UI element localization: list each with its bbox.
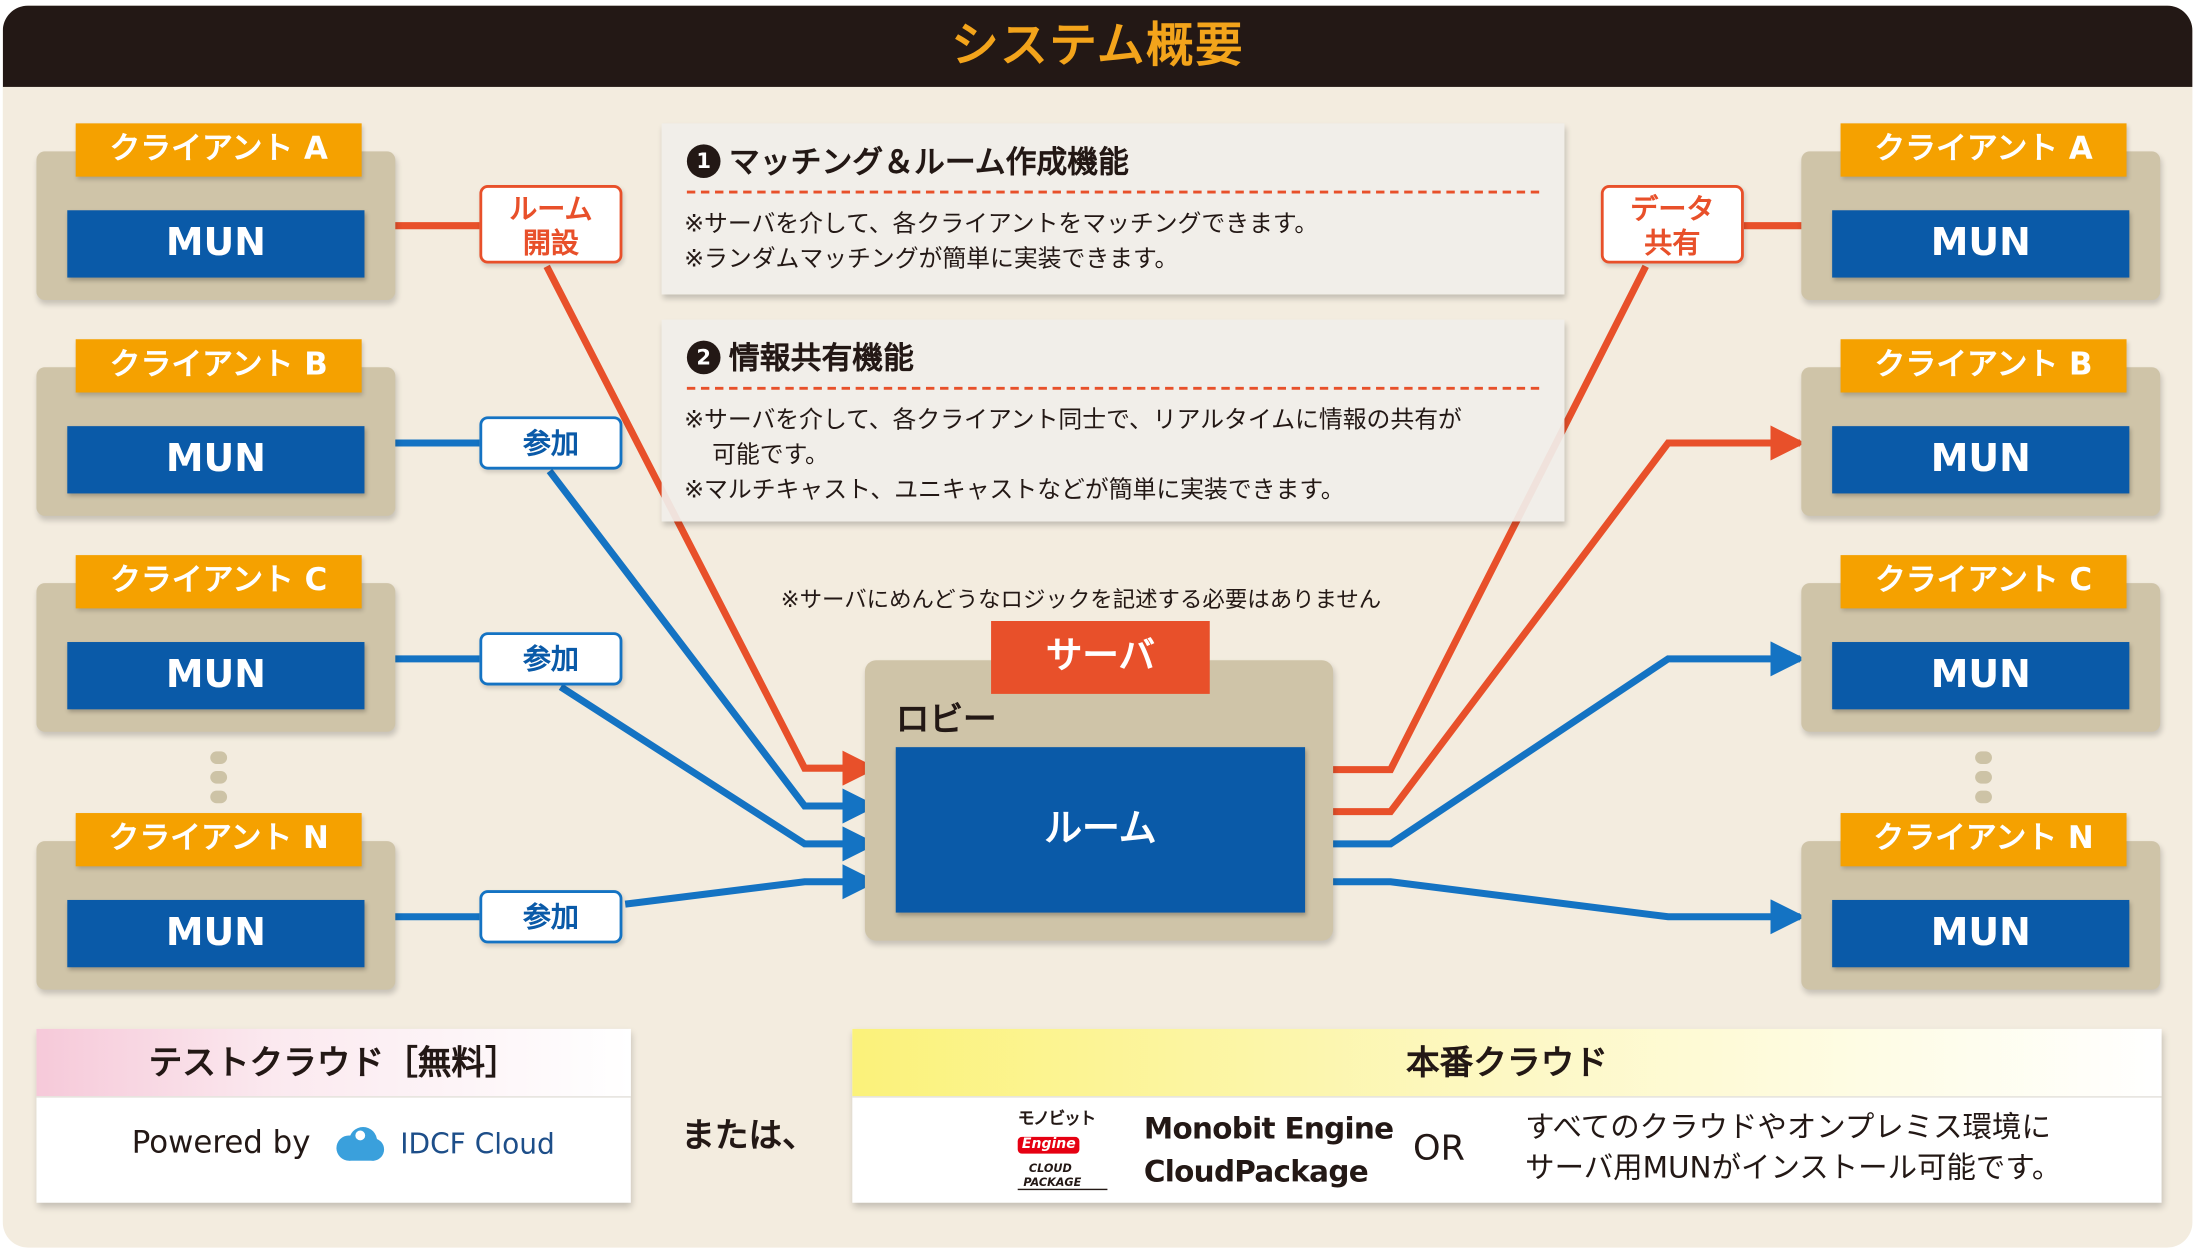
label-join-c: 参加 bbox=[479, 632, 623, 686]
feature-line: ※サーバを介して、各クライアントをマッチングできます。 bbox=[684, 210, 1319, 239]
line-join-n-to-server bbox=[624, 864, 878, 908]
page-title: システム概要 bbox=[2, 5, 2193, 87]
mun-box: MUN bbox=[1832, 899, 2130, 968]
label-join-n: 参加 bbox=[479, 890, 623, 944]
lobby-label: ロビー bbox=[895, 699, 997, 739]
ellipsis-dots-right bbox=[1975, 751, 1992, 810]
install-description-line1: すべてのクラウドやオンプレミス環境に bbox=[1525, 1110, 2051, 1144]
prod-cloud-heading: 本番クラウド bbox=[852, 1028, 2162, 1098]
dashed-divider bbox=[686, 190, 1540, 194]
logo-line3: CLOUD bbox=[1028, 1162, 1072, 1175]
line-send-n bbox=[1306, 878, 1806, 935]
server-tag: サーバ bbox=[991, 620, 1210, 694]
product-name: Monobit Engine CloudPackage bbox=[1144, 1107, 1394, 1194]
feature-line: 可能です。 bbox=[712, 441, 829, 470]
dashed-divider bbox=[686, 386, 1540, 390]
diagram-frame: システム概要 クライアント A MUN クライアント B M bbox=[2, 5, 2193, 1248]
logo-line1: モノビット bbox=[1017, 1108, 1097, 1129]
powered-by-text: Powered by bbox=[131, 1125, 311, 1161]
feature-body: ※サーバを介して、各クライアント同士で、リアルタイムに情報の共有が 可能です。 … bbox=[684, 404, 1462, 509]
client-left-n: クライアント N MUN bbox=[36, 813, 396, 990]
mun-box: MUN bbox=[67, 642, 365, 710]
cloud-icon bbox=[335, 1127, 384, 1161]
number-badge: 1 bbox=[686, 144, 721, 179]
number-badge: 2 bbox=[686, 340, 721, 375]
client-left-a: クライアント A MUN bbox=[36, 123, 396, 300]
feature-body: ※サーバを介して、各クライアントをマッチングできます。 ※ランダムマッチングが簡… bbox=[684, 207, 1318, 277]
feature-line: ※マルチキャスト、ユニキャストなどが簡単に実装できます。 bbox=[684, 476, 1345, 505]
feature-line: ※サーバを介して、各クライアント同士で、リアルタイムに情報の共有が bbox=[684, 406, 1462, 435]
client-left-c: クライアント C MUN bbox=[36, 555, 396, 732]
feature-title: 情報共有機能 bbox=[728, 342, 914, 378]
client-right-n: クライアント N MUN bbox=[1801, 813, 2161, 990]
logo-line2: Engine bbox=[1017, 1136, 1080, 1154]
or-label: OR bbox=[1413, 1127, 1465, 1168]
line-room-open-to-server bbox=[543, 264, 878, 786]
client-right-c: クライアント C MUN bbox=[1801, 555, 2161, 732]
mun-box: MUN bbox=[1832, 426, 2130, 494]
feature-line: ※ランダムマッチングが簡単に実装できます。 bbox=[684, 245, 1179, 274]
prod-cloud-panel: 本番クラウド モノビット Engine CLOUD PACKAGE Monobi… bbox=[852, 1028, 2162, 1203]
label-room-open: ルーム 開設 bbox=[479, 185, 623, 264]
room-box: ルーム bbox=[895, 747, 1306, 913]
mun-box: MUN bbox=[67, 210, 365, 278]
client-name: クライアント A bbox=[75, 123, 362, 177]
label-join-b: 参加 bbox=[479, 416, 623, 470]
mun-box: MUN bbox=[67, 899, 365, 968]
line-join-c-to-server bbox=[558, 683, 878, 862]
product-name-line2: CloudPackage bbox=[1143, 1155, 1369, 1189]
client-right-b: クライアント B MUN bbox=[1801, 339, 2161, 516]
server-box: サーバ ロビー ルーム bbox=[864, 620, 1334, 941]
product-name-line1: Monobit Engine bbox=[1143, 1111, 1394, 1146]
mun-box: MUN bbox=[67, 426, 365, 494]
label-room-open-line1: ルーム bbox=[509, 192, 593, 226]
client-right-a: クライアント A MUN bbox=[1801, 123, 2161, 300]
client-name: クライアント C bbox=[75, 555, 362, 609]
client-name: クライアント B bbox=[1840, 339, 2127, 393]
mun-box: MUN bbox=[1832, 642, 2130, 710]
test-cloud-heading: テストクラウド［無料］ bbox=[36, 1028, 631, 1098]
client-left-b: クライアント B MUN bbox=[36, 339, 396, 516]
ellipsis-dots-left bbox=[210, 751, 228, 810]
client-name: クライアント B bbox=[75, 339, 362, 393]
idcf-cloud-brand: IDCF Cloud bbox=[400, 1127, 555, 1161]
install-description-line2: サーバ用MUNがインストール可能です。 bbox=[1525, 1150, 2062, 1185]
client-name: クライアント A bbox=[1840, 123, 2127, 177]
label-room-open-line2: 開設 bbox=[522, 225, 579, 260]
label-data-share-line2: 共有 bbox=[1644, 225, 1701, 260]
server-notice: ※サーバにめんどうなロジックを記述する必要はありません bbox=[780, 585, 1382, 613]
label-data-share: データ 共有 bbox=[1600, 185, 1744, 264]
test-cloud-panel: テストクラウド［無料］ Powered by IDCF Cloud bbox=[36, 1028, 631, 1203]
logo-line4: PACKAGE bbox=[1017, 1176, 1108, 1191]
install-description: すべてのクラウドやオンプレミス環境に サーバ用MUNがインストール可能です。 bbox=[1525, 1107, 2061, 1188]
line-send-c bbox=[1306, 641, 1806, 848]
or-text: または、 bbox=[681, 1115, 816, 1156]
client-name: クライアント N bbox=[75, 813, 362, 867]
monobit-logo: モノビット Engine CLOUD PACKAGE bbox=[1017, 1108, 1122, 1191]
client-name: クライアント N bbox=[1840, 813, 2127, 867]
feature-title: マッチング＆ルーム作成機能 bbox=[728, 145, 1129, 181]
mun-box: MUN bbox=[1832, 210, 2130, 278]
line-join-b-to-server bbox=[546, 468, 878, 824]
client-name: クライアント C bbox=[1840, 555, 2127, 609]
label-data-share-line1: データ bbox=[1630, 192, 1715, 226]
powered-by: Powered by IDCF Cloud bbox=[132, 1124, 555, 1163]
